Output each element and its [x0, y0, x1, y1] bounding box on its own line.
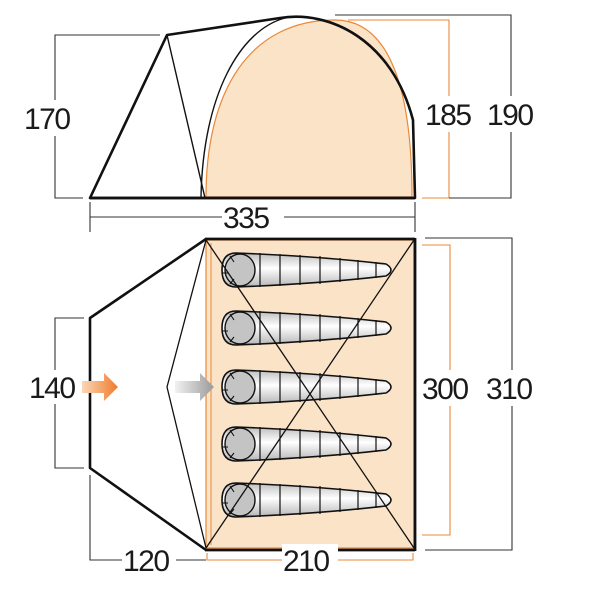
- porch-pole: [166, 34, 206, 199]
- label-length-inner: 210: [283, 545, 329, 578]
- label-door-width: 140: [29, 372, 75, 405]
- side-view: 170 185 190 335: [22, 14, 544, 235]
- label-length-porch: 120: [123, 545, 169, 578]
- pole-diagonal: [205, 239, 415, 549]
- floor-plan: 140 300 310 120 210: [28, 237, 544, 578]
- label-width-total: 310: [486, 373, 532, 406]
- label-height-inner: 185: [425, 99, 471, 132]
- entry-arrow-icon: [82, 373, 118, 401]
- inner-tent-dome: [205, 19, 413, 198]
- label-width-inner: 300: [422, 373, 468, 406]
- inner-entry-arrow-icon: [175, 373, 214, 401]
- flysheet-outline: [88, 15, 417, 200]
- label-length-total: 335: [223, 202, 269, 235]
- label-height-total: 190: [487, 99, 533, 132]
- label-height-porch: 170: [24, 103, 70, 136]
